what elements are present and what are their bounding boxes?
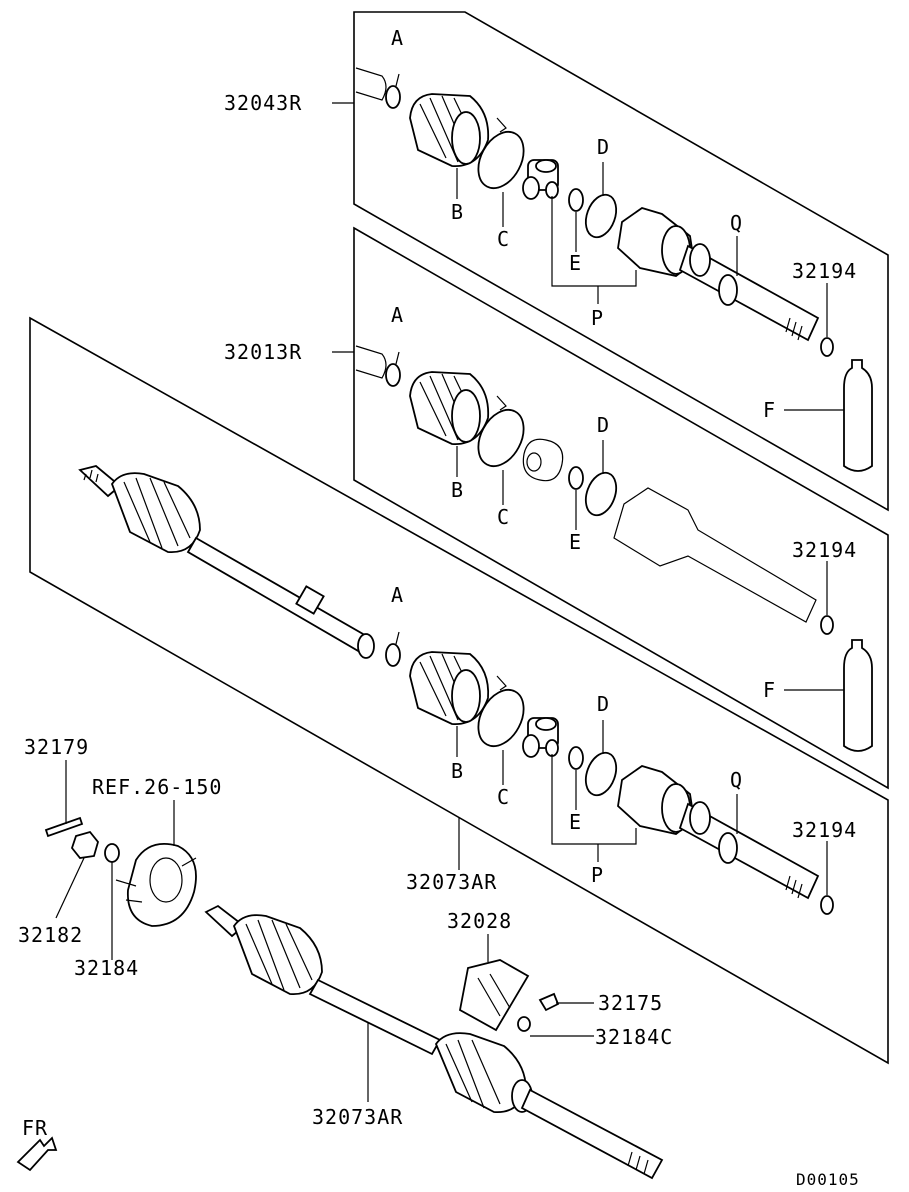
- label-b-middle: B: [451, 478, 464, 502]
- boot-b-top: [409, 93, 490, 167]
- panel-middle: [353, 226, 889, 790]
- label-f-lower: F: [763, 678, 776, 702]
- driveshaft-bottom: [204, 904, 664, 1180]
- label-washer: 32184: [74, 956, 139, 980]
- bracket: [458, 959, 530, 1032]
- label-q-top: Q: [730, 211, 743, 235]
- panel-top: [353, 11, 889, 512]
- label-bolt: 32175: [598, 991, 663, 1015]
- spider-lower: [522, 717, 559, 758]
- label-hub-nut: 32182: [18, 923, 83, 947]
- label-c-middle: C: [497, 505, 510, 529]
- grease-tube-middle: [843, 359, 873, 472]
- label-a-top: A: [391, 26, 404, 50]
- boot-b-lower: [409, 651, 490, 725]
- label-washer-c: 32184C: [595, 1025, 673, 1049]
- label-direction: FR: [22, 1116, 48, 1140]
- label-circlip-lower: 32194: [792, 818, 857, 842]
- label-reference: REF.26-150: [92, 775, 222, 799]
- label-d-lower: D: [597, 692, 610, 716]
- label-diagram-code: D00105: [796, 1170, 860, 1187]
- label-b-top: B: [451, 200, 464, 224]
- fr-arrow-icon: [16, 1136, 58, 1172]
- labels: 32043R 32013R 32073AR 32073AR A B C D E …: [18, 26, 860, 1189]
- label-circlip-top: 32194: [792, 259, 857, 283]
- housing-lower: [617, 765, 820, 900]
- assembly-lower: [78, 465, 873, 915]
- label-assembly-top: 32043R: [224, 91, 302, 115]
- label-circlip-middle: 32194: [792, 538, 857, 562]
- assembly-top: [355, 67, 834, 357]
- label-assembly-bottom: 32073AR: [312, 1105, 403, 1129]
- label-f-middle: F: [763, 398, 776, 422]
- hub-reference: [115, 842, 197, 927]
- label-c-lower: C: [497, 785, 510, 809]
- label-e-middle: E: [569, 530, 582, 554]
- label-e-lower: E: [569, 810, 582, 834]
- spider-top: [522, 159, 559, 200]
- label-a-middle: A: [391, 303, 404, 327]
- label-assembly-lower: 32073AR: [406, 870, 497, 894]
- label-assembly-middle: 32013R: [224, 340, 302, 364]
- label-q-lower: Q: [730, 768, 743, 792]
- label-p-lower: P: [591, 863, 604, 887]
- leader-lines: [55, 102, 844, 1102]
- label-bracket: 32028: [447, 909, 512, 933]
- panel-lower: [29, 316, 889, 1065]
- grease-tube-lower: [843, 639, 873, 752]
- housing-top: [617, 207, 820, 342]
- assembly-middle: [355, 345, 873, 635]
- loose-parts: [16, 816, 664, 1180]
- label-cotter-pin: 32179: [24, 735, 89, 759]
- label-d-middle: D: [597, 413, 610, 437]
- label-c-top: C: [497, 227, 510, 251]
- label-a-lower: A: [391, 583, 404, 607]
- label-p-top: P: [591, 306, 604, 330]
- boot-b-middle: [409, 371, 490, 445]
- label-e-top: E: [569, 251, 582, 275]
- label-b-lower: B: [451, 759, 464, 783]
- label-d-top: D: [597, 135, 610, 159]
